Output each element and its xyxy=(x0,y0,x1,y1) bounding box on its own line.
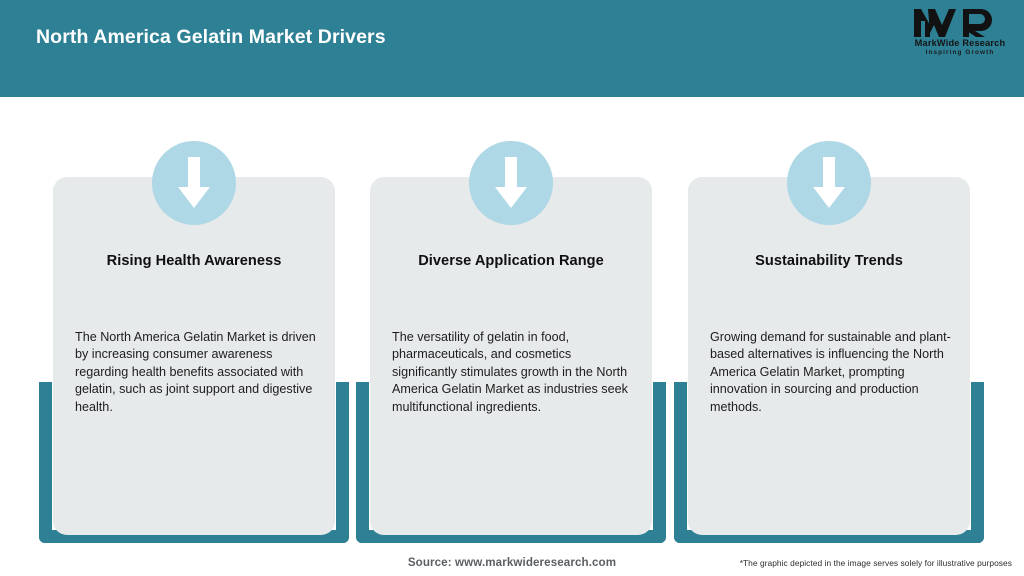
driver-card-heading-3: Sustainability Trends xyxy=(755,253,903,269)
down-arrow-glyph-1 xyxy=(178,157,210,208)
driver-card-heading-1: Rising Health Awareness xyxy=(106,253,282,269)
mwr-monogram-icon xyxy=(914,9,992,37)
down-arrow-icon-1 xyxy=(152,141,236,225)
down-arrow-icon-3 xyxy=(787,141,871,225)
driver-card-body-2: The versatility of gelatin in food, phar… xyxy=(392,330,628,414)
driver-card-heading-2: Diverse Application Range xyxy=(418,253,604,269)
driver-card-1[interactable]: Rising Health Awareness The North Americ… xyxy=(53,177,335,535)
header-band: North America Gelatin Market Drivers Mar… xyxy=(0,0,1024,97)
logo-tagline: Inspiring Growth xyxy=(925,48,995,56)
brand-logo: MarkWide Research Inspiring Growth xyxy=(908,8,1012,62)
driver-card-body-3: Growing demand for sustainable and plant… xyxy=(710,330,951,414)
down-arrow-glyph-3 xyxy=(813,157,845,208)
page-title: North America Gelatin Market Drivers xyxy=(36,26,386,48)
driver-card-body-1: The North America Gelatin Market is driv… xyxy=(75,330,316,414)
driver-card-2[interactable]: Diverse Application Range The versatilit… xyxy=(370,177,652,535)
down-arrow-glyph-2 xyxy=(495,157,527,208)
footer-source: Source: www.markwideresearch.com xyxy=(407,556,617,569)
driver-card-3[interactable]: Sustainability Trends Growing demand for… xyxy=(688,177,970,535)
footer-disclaimer: *The graphic depicted in the image serve… xyxy=(739,558,1012,568)
down-arrow-icon-2 xyxy=(469,141,553,225)
logo-company-name: MarkWide Research xyxy=(914,38,1006,48)
